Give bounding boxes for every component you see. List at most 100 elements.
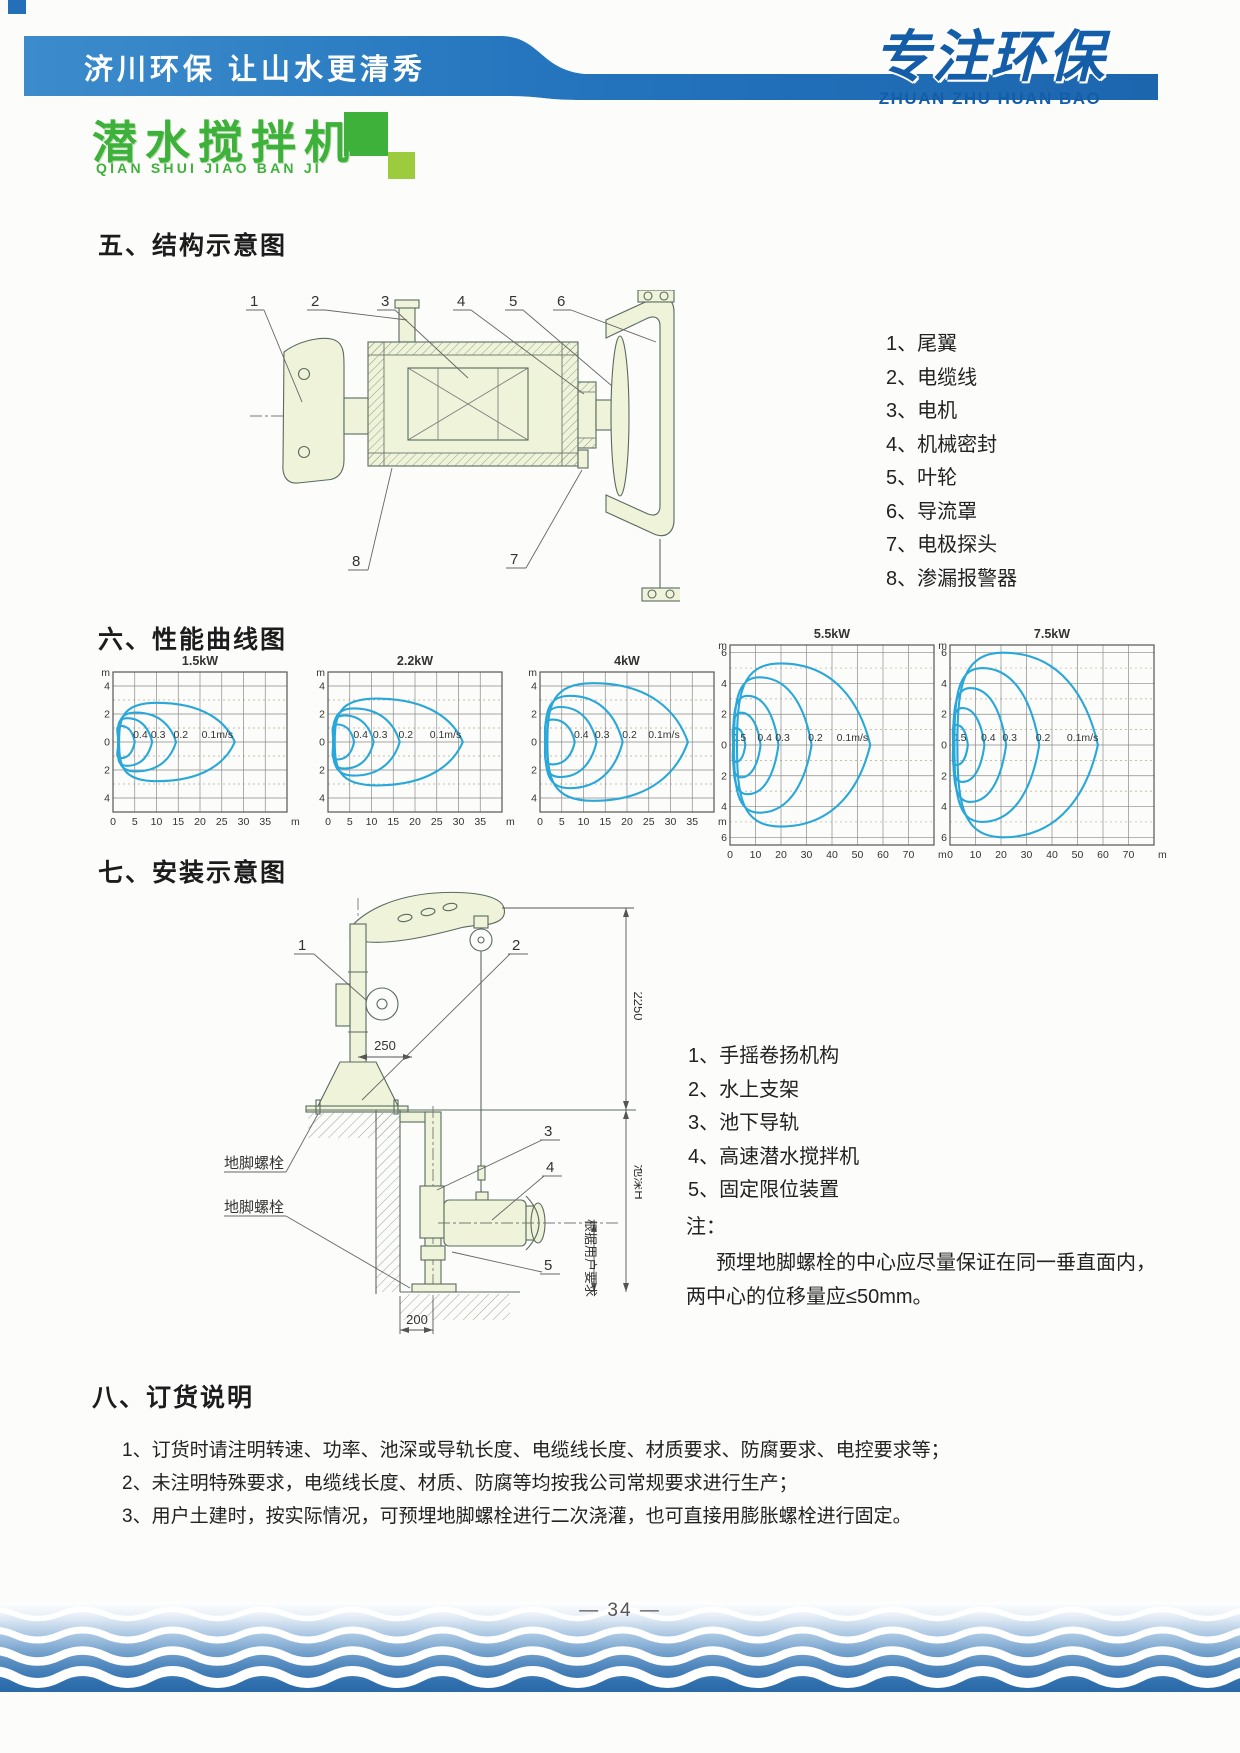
svg-text:25: 25: [643, 816, 655, 828]
heading-performance-curves: 六、性能曲线图: [98, 626, 288, 654]
svg-text:0: 0: [721, 740, 727, 752]
svg-text:40: 40: [1046, 849, 1058, 861]
list-item: 2、电缆线: [886, 366, 978, 389]
callout-5: 5: [509, 293, 517, 310]
list-item: 1、手摇卷扬机构: [688, 1045, 840, 1067]
footer-wave-band: [0, 1602, 1240, 1692]
svg-text:0.3: 0.3: [595, 729, 610, 741]
svg-text:m: m: [938, 849, 947, 861]
svg-text:0.1m/s: 0.1m/s: [648, 729, 680, 741]
svg-text:2.2kW: 2.2kW: [397, 654, 433, 668]
svg-text:2: 2: [319, 709, 325, 721]
svg-text:0.3: 0.3: [775, 732, 790, 744]
svg-text:30: 30: [665, 816, 677, 828]
svg-text:15: 15: [172, 816, 184, 828]
list-item: 4、高速潜水搅拌机: [688, 1145, 860, 1168]
svg-text:10: 10: [970, 849, 982, 861]
svg-text:5: 5: [559, 816, 565, 828]
svg-text:0.4: 0.4: [574, 729, 589, 741]
svg-text:0: 0: [110, 816, 116, 828]
svg-text:0.4: 0.4: [133, 729, 148, 741]
svg-text:0.3: 0.3: [1002, 732, 1017, 744]
svg-text:m: m: [506, 816, 515, 828]
svg-text:0.2: 0.2: [622, 729, 637, 741]
installation-diagram: 2250 250 池深H 根据用户要求 200 地脚螺栓 地脚螺栓 1 2 3 …: [224, 891, 642, 1334]
install-callout-4: 4: [546, 1159, 554, 1176]
svg-text:25: 25: [216, 816, 228, 828]
decor-green-square: [344, 112, 388, 156]
svg-text:m: m: [316, 667, 325, 679]
svg-text:20: 20: [995, 849, 1007, 861]
svg-text:4: 4: [104, 793, 110, 805]
callout-8: 8: [352, 553, 360, 570]
svg-text:2: 2: [531, 709, 537, 721]
dim-200: 200: [406, 1312, 428, 1327]
svg-text:35: 35: [686, 816, 698, 828]
svg-text:2: 2: [941, 770, 947, 782]
callout-6: 6: [557, 293, 565, 310]
svg-text:35: 35: [259, 816, 271, 828]
svg-text:m: m: [101, 667, 110, 679]
svg-text:0.3: 0.3: [151, 729, 166, 741]
svg-text:2: 2: [104, 709, 110, 721]
company-logo: 专注环保 ZHUAN ZHU HUAN BAO: [800, 27, 1180, 109]
callout-2: 2: [311, 293, 319, 310]
svg-text:60: 60: [877, 849, 889, 861]
svg-text:50: 50: [852, 849, 864, 861]
svg-text:20: 20: [194, 816, 206, 828]
heading-structure-diagram: 五、结构示意图: [98, 232, 288, 260]
anchor-bolt-label-1: 地脚螺栓: [224, 1155, 284, 1172]
svg-text:4: 4: [941, 801, 947, 813]
svg-text:2: 2: [319, 765, 325, 777]
svg-text:0.1m/s: 0.1m/s: [202, 729, 234, 741]
svg-text:0.2: 0.2: [1036, 732, 1051, 744]
svg-text:30: 30: [1021, 849, 1033, 861]
svg-text:2: 2: [941, 709, 947, 721]
list-item: 5、固定限位装置: [688, 1179, 840, 1201]
svg-text:6: 6: [721, 832, 727, 844]
svg-text:1.5kW: 1.5kW: [182, 654, 218, 668]
svg-text:15: 15: [387, 816, 399, 828]
heading-ordering-notes: 八、订货说明: [92, 1384, 255, 1412]
svg-text:30: 30: [238, 816, 250, 828]
svg-text:4: 4: [721, 678, 727, 690]
svg-text:m: m: [938, 640, 947, 652]
svg-text:4: 4: [941, 678, 947, 690]
svg-text:20: 20: [621, 816, 633, 828]
product-title: 潜水搅拌机: [92, 117, 358, 168]
list-item: 1、订货时请注明转速、功率、池深或导轨长度、电缆线长度、材质要求、防腐要求、电控…: [122, 1440, 950, 1461]
install-callout-1: 1: [298, 937, 306, 954]
ordering-list: 1、订货时请注明转速、功率、池深或导轨长度、电缆线长度、材质要求、防腐要求、电控…: [122, 1434, 950, 1533]
svg-text:2: 2: [721, 709, 727, 721]
scan-corner-mark: [8, 0, 26, 14]
svg-text:0.1m/s: 0.1m/s: [430, 729, 462, 741]
callout-3: 3: [381, 293, 389, 310]
svg-text:50: 50: [1072, 849, 1084, 861]
dim-per-user: 根据用户要求: [583, 1219, 598, 1297]
callout-1: 1: [250, 293, 258, 310]
install-callout-2: 2: [512, 937, 520, 954]
svg-text:6: 6: [721, 647, 727, 659]
list-item: 5、叶轮: [886, 467, 958, 489]
svg-text:20: 20: [775, 849, 787, 861]
svg-text:40: 40: [826, 849, 838, 861]
svg-text:0.1m/s: 0.1m/s: [1067, 732, 1099, 744]
logo-subtitle: ZHUAN ZHU HUAN BAO: [878, 88, 1102, 108]
svg-text:0.4: 0.4: [981, 732, 996, 744]
list-item: 3、电机: [886, 400, 958, 422]
install-callout-5: 5: [544, 1257, 552, 1274]
svg-text:0: 0: [319, 737, 325, 749]
svg-text:0.3: 0.3: [373, 729, 388, 741]
anchor-bolt-label-2: 地脚螺栓: [224, 1199, 284, 1216]
svg-text:15: 15: [599, 816, 611, 828]
svg-text:0.2: 0.2: [174, 729, 189, 741]
svg-text:m: m: [718, 640, 727, 652]
